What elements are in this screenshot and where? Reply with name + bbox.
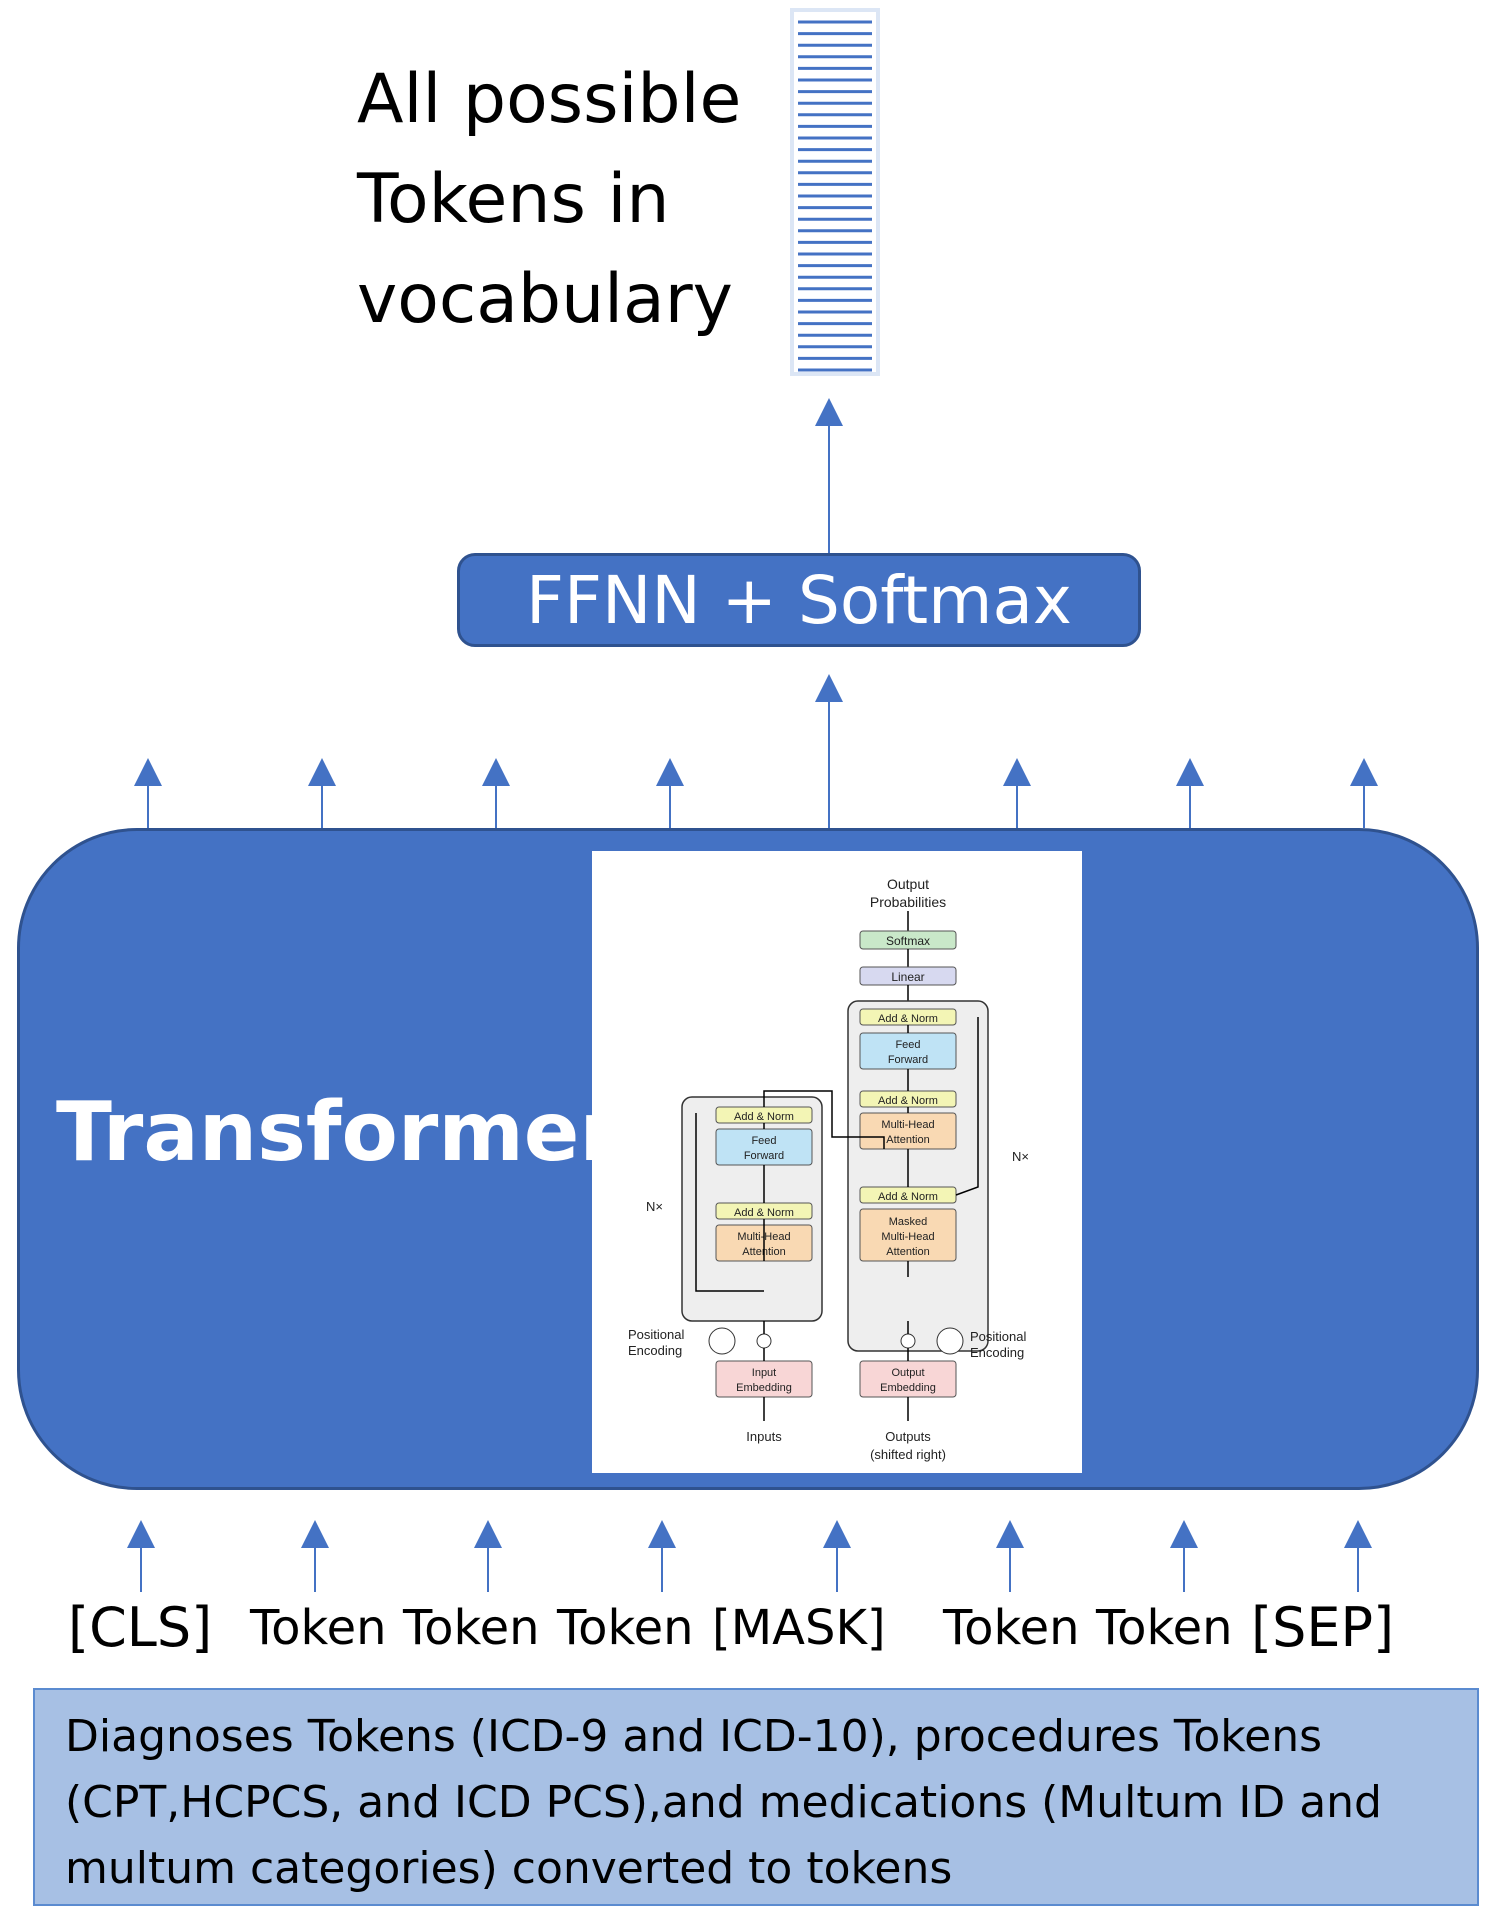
token-3: Token [557, 1600, 694, 1656]
transformer-output-arrow [1003, 758, 1031, 828]
token-cls: [CLS] [68, 1596, 213, 1659]
transformer-output-arrow [134, 758, 162, 828]
description-line-1: Diagnoses Tokens (ICD-9 and ICD-10), pro… [65, 1711, 1323, 1762]
transformer-output-arrow [1350, 758, 1378, 828]
token-input-arrow [823, 1520, 851, 1592]
arch-dec-masked-label-3: Attention [886, 1246, 929, 1258]
arch-enc-ff-label-2: Forward [744, 1150, 784, 1162]
description-line-2: (CPT,HCPCS, and ICD PCS),and medications… [65, 1777, 1382, 1828]
vocabulary-label: All possible Tokens in vocabulary [357, 50, 741, 350]
arch-enc-add-circle [756, 1333, 772, 1349]
token-input-arrow [648, 1520, 676, 1592]
transformer-output-arrow [1176, 758, 1204, 828]
token-input-arrow [474, 1520, 502, 1592]
output-probabilities-label-2: Probabilities [870, 894, 946, 910]
arch-enc-addnorm-1-label: Add & Norm [734, 1207, 794, 1219]
arch-dec-posenc-label-2: Encoding [970, 1345, 1024, 1360]
token-input-arrow [1344, 1520, 1372, 1592]
token-description-box: Diagnoses Tokens (ICD-9 and ICD-10), pro… [33, 1688, 1479, 1906]
vocabulary-vector [790, 8, 880, 376]
arch-dec-ff-label-1: Feed [895, 1039, 920, 1051]
transformer-label: Transformer [56, 1085, 620, 1180]
arch-output-embedding-label-1: Output [891, 1367, 924, 1379]
arch-dec-add-circle [900, 1333, 916, 1349]
arch-dec-masked-label-2: Multi-Head [881, 1231, 934, 1243]
arch-outputs-label-1: Outputs [885, 1429, 931, 1444]
token-5: Token [943, 1600, 1080, 1656]
arch-dec-posenc-wave [936, 1327, 964, 1355]
token-2: Token [403, 1600, 540, 1656]
token-mask: [MASK] [712, 1600, 886, 1656]
token-6: Token [1096, 1600, 1233, 1656]
arch-enc-ff-label-1: Feed [751, 1135, 776, 1147]
token-sep: [SEP] [1251, 1596, 1395, 1659]
arch-output-embedding-label-2: Embedding [880, 1382, 936, 1394]
arch-dec-addnorm-3-label: Add & Norm [878, 1013, 938, 1025]
arch-decoder-nx: N× [1012, 1149, 1029, 1164]
transformer-output-arrow [308, 758, 336, 828]
token-input-arrow [1170, 1520, 1198, 1592]
description-line-3: multum categories) converted to tokens [65, 1843, 953, 1894]
vocabulary-label-line-3: vocabulary [357, 260, 733, 339]
arch-softmax-label: Softmax [886, 934, 930, 948]
arch-inputs-label: Inputs [746, 1429, 782, 1444]
arch-dec-addnorm-1-label: Add & Norm [878, 1191, 938, 1203]
arch-enc-addnorm-2-label: Add & Norm [734, 1111, 794, 1123]
ffnn-softmax-box: FFNN + Softmax [457, 553, 1141, 647]
output-probabilities-label-1: Output [887, 876, 929, 892]
token-input-arrow [996, 1520, 1024, 1592]
architecture-diagram: Output Probabilities Softmax Linear N× A… [628, 876, 1029, 1462]
arch-outputs-label-2: (shifted right) [870, 1447, 946, 1462]
token-1: Token [250, 1600, 387, 1656]
arch-enc-posenc-label-1: Positional [628, 1327, 684, 1342]
arch-input-embedding-label-1: Input [752, 1367, 776, 1379]
vocabulary-label-line-2: Tokens in [357, 160, 670, 239]
arch-dec-posenc-label-1: Positional [970, 1329, 1026, 1344]
arch-dec-mh-label-2: Attention [886, 1134, 929, 1146]
arch-dec-ff-label-2: Forward [888, 1054, 928, 1066]
arch-decoder-stack [847, 1000, 989, 1352]
arch-enc-posenc-wave [708, 1327, 736, 1355]
arch-enc-posenc-label-2: Encoding [628, 1343, 682, 1358]
arch-encoder-nx: N× [646, 1199, 663, 1214]
token-input-arrow [301, 1520, 329, 1592]
arch-dec-addnorm-2-label: Add & Norm [878, 1095, 938, 1107]
arch-linear-label: Linear [891, 970, 924, 984]
token-input-arrow [127, 1520, 155, 1592]
arch-dec-masked-label-1: Masked [889, 1216, 928, 1228]
ffnn-softmax-label: FFNN + Softmax [526, 561, 1072, 639]
ffnn-to-vocabulary-arrow [815, 398, 843, 553]
mask-to-ffnn-arrow [815, 674, 843, 828]
arch-input-embedding-label-2: Embedding [736, 1382, 792, 1394]
vocabulary-label-line-1: All possible [357, 60, 742, 139]
transformer-architecture-figure: Output Probabilities Softmax Linear N× A… [592, 851, 1082, 1473]
transformer-output-arrow [656, 758, 684, 828]
transformer-output-arrow [482, 758, 510, 828]
arch-dec-mh-label-1: Multi-Head [881, 1119, 934, 1131]
